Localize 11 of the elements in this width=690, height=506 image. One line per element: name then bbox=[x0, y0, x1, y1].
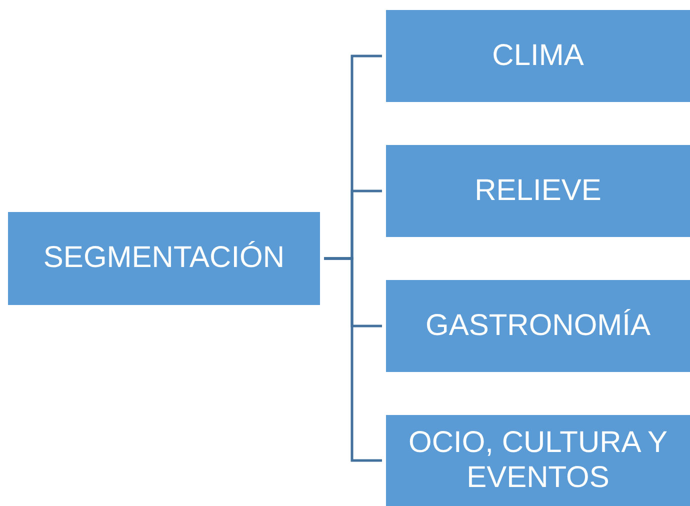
category-box bbox=[386, 145, 690, 237]
box-label: RELIEVE bbox=[474, 174, 602, 208]
box-label: OCIO, CULTURA Y EVENTOS bbox=[408, 426, 668, 495]
box-label: SEGMENTACIÓN bbox=[43, 241, 285, 276]
box-label: CLIMA bbox=[492, 38, 584, 74]
category-box bbox=[8, 212, 320, 305]
category-box bbox=[386, 280, 690, 372]
box-label: GASTRONOMÍA bbox=[425, 308, 650, 344]
category-box bbox=[386, 415, 690, 506]
connector-line bbox=[324, 257, 382, 462]
category-box bbox=[386, 10, 690, 102]
